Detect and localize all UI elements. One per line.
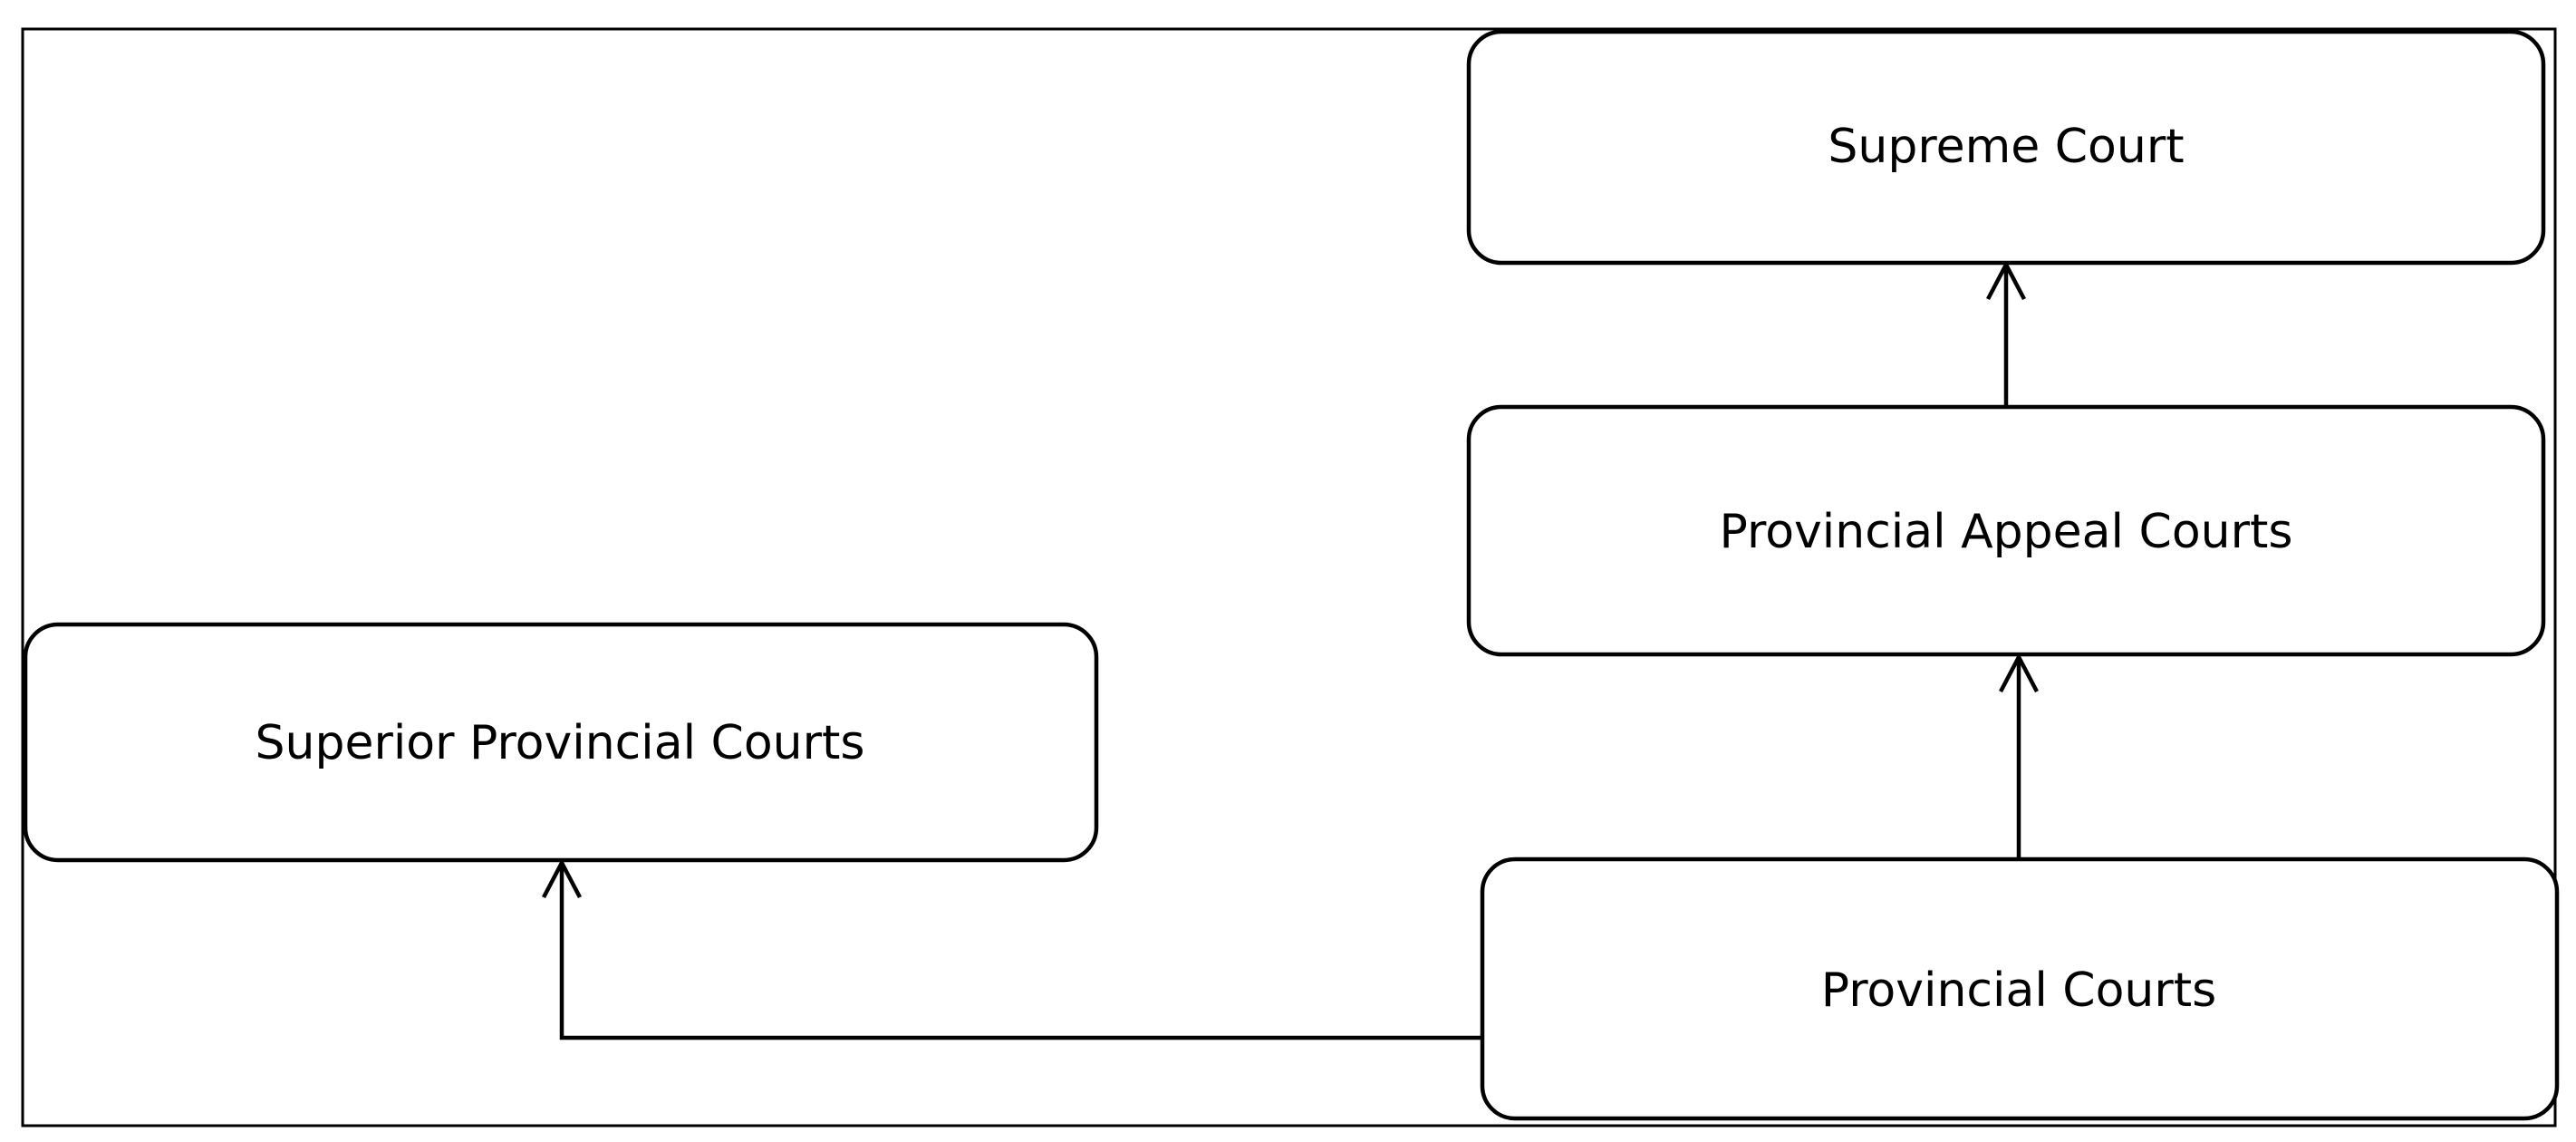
node-supreme-court: Supreme Court bbox=[1466, 29, 2546, 266]
edge-provincial-courts-to-superior-provincial-courts bbox=[542, 858, 1482, 1040]
node-provincial-courts: Provincial Courts bbox=[1480, 856, 2560, 1121]
node-label-provincial-appeal-courts: Provincial Appeal Courts bbox=[1720, 505, 2293, 559]
edge-provincial-courts-to-provincial-appeal-courts bbox=[1999, 653, 2039, 859]
node-provincial-appeal-courts: Provincial Appeal Courts bbox=[1466, 404, 2546, 657]
edge-provincial-appeal-courts-to-supreme-court bbox=[1986, 260, 2026, 406]
node-label-supreme-court: Supreme Court bbox=[1828, 120, 2184, 174]
diagram-frame bbox=[21, 27, 2557, 1127]
node-label-superior-provincial-courts: Superior Provincial Courts bbox=[255, 716, 864, 770]
node-superior-provincial-courts: Superior Provincial Courts bbox=[23, 622, 1099, 863]
edges bbox=[542, 260, 2039, 1040]
node-label-provincial-courts: Provincial Courts bbox=[1821, 963, 2217, 1018]
